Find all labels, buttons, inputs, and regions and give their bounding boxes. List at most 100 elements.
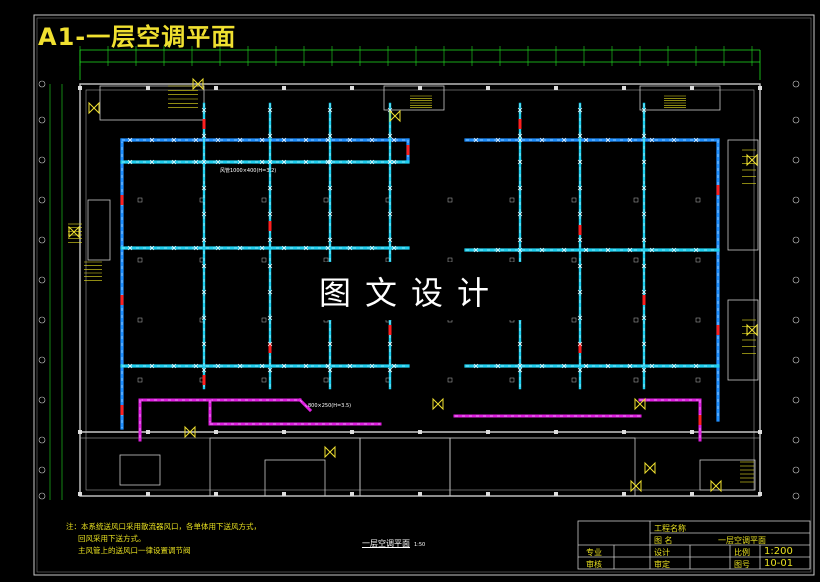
diffuser: [391, 137, 397, 143]
diffuser: [327, 237, 333, 243]
ahu-symbol: [634, 397, 646, 411]
diffuser: [215, 245, 221, 251]
ahu-symbol: [644, 461, 656, 475]
diffuser: [267, 133, 273, 139]
diffuser: [171, 137, 177, 143]
diffuser: [237, 245, 243, 251]
ahu-symbol: [192, 77, 204, 91]
diffuser: [577, 133, 583, 139]
diffuser: [303, 245, 309, 251]
diffuser: [201, 315, 207, 321]
ahu-symbol: [630, 479, 642, 493]
title-block-frame: [577, 520, 811, 570]
diffuser: [215, 363, 221, 369]
diffuser: [693, 363, 699, 369]
diffuser: [327, 341, 333, 347]
column: [622, 86, 626, 90]
axis-bubble: [792, 80, 800, 88]
diffuser: [605, 247, 611, 253]
note-line-1: 注：本系统送风口采用散流器风口，各单体用下送风方式，: [66, 522, 261, 531]
ahu-symbol: [710, 479, 722, 493]
diffuser: [641, 315, 647, 321]
column: [350, 86, 354, 90]
column: [146, 492, 150, 496]
diffuser: [577, 159, 583, 165]
diffuser: [649, 363, 655, 369]
diffuser: [577, 107, 583, 113]
diffuser: [215, 159, 221, 165]
diffuser: [193, 363, 199, 369]
diffuser: [325, 159, 331, 165]
column: [447, 197, 453, 203]
column: [622, 430, 626, 434]
diffuser: [539, 137, 545, 143]
diffuser: [369, 159, 375, 165]
column: [282, 86, 286, 90]
column: [137, 377, 143, 383]
axis-bubble: [792, 492, 800, 500]
diffuser: [649, 247, 655, 253]
diffuser: [127, 363, 133, 369]
damper: [268, 343, 272, 353]
column: [486, 492, 490, 496]
column: [571, 317, 577, 323]
axis-bubble: [792, 436, 800, 444]
ahu-symbol: [68, 225, 80, 239]
axis-bubble: [38, 396, 46, 404]
column: [261, 197, 267, 203]
diffuser: [387, 341, 393, 347]
tb-scale-label: 比例: [734, 548, 750, 557]
diffuser: [517, 367, 523, 373]
diffuser: [641, 107, 647, 113]
column: [323, 197, 329, 203]
axis-bubble: [38, 116, 46, 124]
damper: [202, 375, 206, 385]
diffuser: [267, 237, 273, 243]
diffuser: [259, 245, 265, 251]
diffuser: [267, 211, 273, 217]
tb-drawing-name: 一层空调平面: [718, 536, 766, 545]
diffuser: [259, 363, 265, 369]
diffuser: [649, 137, 655, 143]
diffuser: [325, 363, 331, 369]
diffuser: [267, 263, 273, 269]
column: [486, 86, 490, 90]
damper: [120, 295, 124, 305]
column: [137, 317, 143, 323]
diffuser: [237, 363, 243, 369]
ahu-symbol: [88, 101, 100, 115]
diffuser: [193, 137, 199, 143]
diffuser: [201, 159, 207, 165]
diffuser: [303, 137, 309, 143]
column: [350, 492, 354, 496]
tb-major-label: 专业: [586, 548, 602, 557]
tb-design-label: 设计: [654, 548, 670, 557]
tb-number-label: 图号: [734, 560, 750, 569]
diffuser: [605, 363, 611, 369]
column: [146, 430, 150, 434]
tb-project-label: 工程名称: [654, 524, 686, 533]
ahu-symbol: [746, 323, 758, 337]
caption-text: 一层空调平面: [362, 539, 410, 548]
diffuser: [671, 363, 677, 369]
diffuser: [517, 185, 523, 191]
damper: [518, 119, 522, 129]
ahu-symbol: [389, 109, 401, 123]
diffuser: [517, 363, 523, 369]
diffuser: [577, 367, 583, 373]
column: [633, 377, 639, 383]
diffuser: [303, 363, 309, 369]
ahu-symbol: [324, 445, 336, 459]
diffuser: [281, 363, 287, 369]
column: [509, 197, 515, 203]
diffuser: [517, 247, 523, 253]
axis-bubble: [38, 156, 46, 164]
column: [261, 317, 267, 323]
column: [554, 430, 558, 434]
damper: [698, 415, 702, 425]
diffuser: [561, 247, 567, 253]
diffuser: [387, 237, 393, 243]
diffuser: [237, 159, 243, 165]
diffuser: [391, 159, 397, 165]
tb-number-value: 10-01: [764, 558, 794, 569]
